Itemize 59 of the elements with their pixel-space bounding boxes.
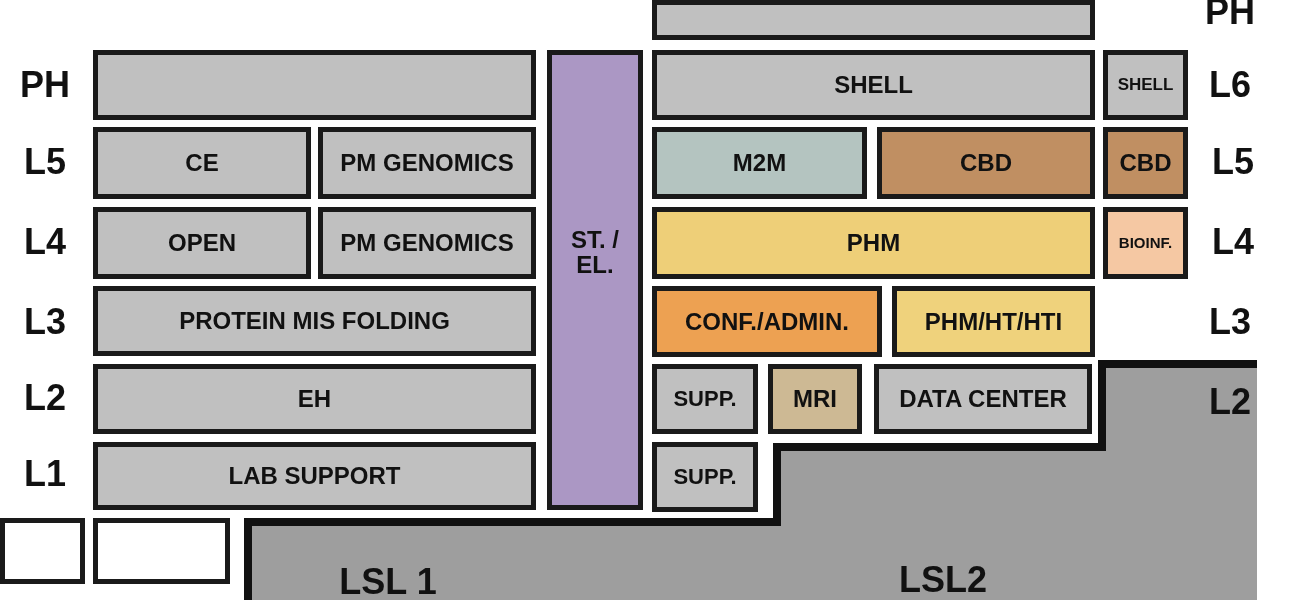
floor-level-label: L5 (24, 144, 66, 180)
floor-level-label: L2 (1209, 384, 1251, 420)
room-label: PHM (846, 230, 901, 256)
room-label: SUPP. (673, 387, 737, 411)
room-block (1103, 50, 1188, 120)
floor-level-label: L4 (1212, 224, 1254, 260)
room-block (652, 0, 1095, 40)
room-block (93, 207, 311, 279)
floor-level-label: L6 (1209, 67, 1251, 103)
room-block (0, 518, 85, 584)
floor-level-label: L4 (24, 224, 66, 260)
floor-level-label: PH (20, 67, 70, 103)
room-block (877, 127, 1095, 199)
room-label: DATA CENTER (899, 386, 1067, 412)
room-label: PHM/HT/HTI (924, 308, 1063, 335)
room-label: ST. / EL. (570, 227, 620, 278)
room-label: SHELL (1117, 76, 1174, 94)
room-label: M2M (732, 150, 787, 176)
room-label: PM GENOMICS (340, 230, 514, 256)
floor-level-label: L3 (24, 304, 66, 340)
room-block (874, 364, 1092, 434)
room-block (652, 364, 758, 434)
room-label: CE (185, 150, 219, 176)
room-label: PM GENOMICS (340, 150, 514, 176)
area-label: LSL2 (899, 562, 987, 598)
room-label: BIOINF. (1118, 235, 1173, 251)
room-label: LAB SUPPORT (228, 463, 401, 489)
room-block (93, 364, 536, 434)
room-block (652, 286, 882, 357)
area-label: LSL 1 (339, 564, 437, 600)
room-block (652, 207, 1095, 279)
room-label: CONF./ADMIN. (685, 308, 849, 335)
room-block (93, 127, 311, 199)
room-label: SHELL (834, 72, 913, 98)
room-block (652, 50, 1095, 120)
floor-level-label: L3 (1209, 304, 1251, 340)
room-block (1103, 127, 1188, 199)
room-label: OPEN (168, 230, 236, 256)
room-block (93, 442, 536, 510)
room-block (892, 286, 1095, 357)
room-block (318, 127, 536, 199)
room-block (93, 518, 230, 584)
room-label: SUPP. (673, 465, 737, 489)
room-block (1103, 207, 1188, 279)
room-block (652, 127, 867, 199)
floor-level-label: L2 (24, 380, 66, 416)
room-label: MRI (793, 386, 837, 412)
room-label: CBD (1119, 150, 1172, 176)
room-block (652, 442, 758, 512)
room-label: CBD (960, 150, 1012, 176)
room-block (318, 207, 536, 279)
room-label: EH (297, 386, 332, 412)
room-block (93, 286, 536, 356)
room-block (93, 50, 536, 120)
room-block (547, 50, 643, 510)
floor-level-label: L5 (1212, 144, 1254, 180)
room-label: PROTEIN MIS FOLDING (179, 308, 450, 334)
floor-level-label: L1 (24, 456, 66, 492)
room-block (768, 364, 862, 434)
